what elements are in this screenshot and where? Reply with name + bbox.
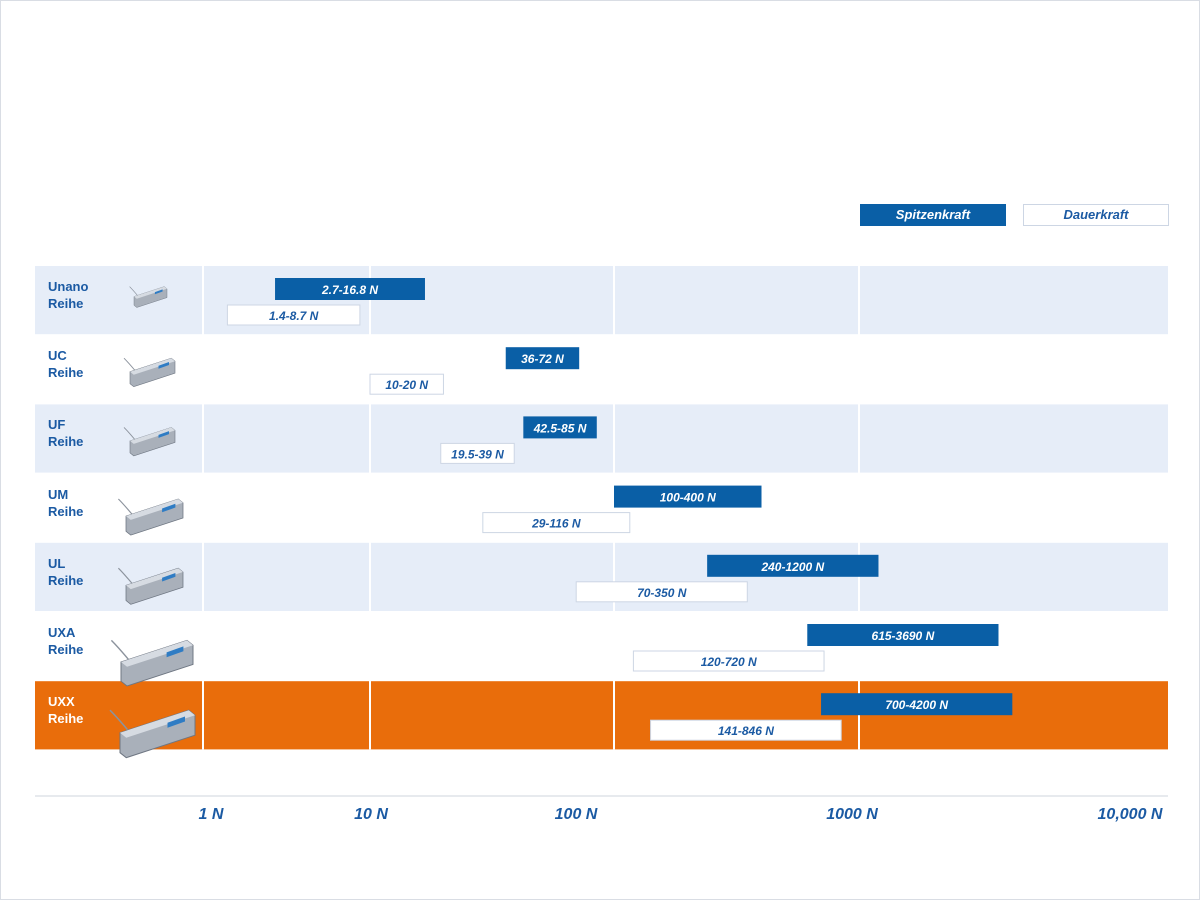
x-tick-label: 10,000 N [1098, 806, 1163, 823]
product-image [109, 709, 196, 759]
series-row-label: Unano Reihe [48, 279, 89, 311]
row-band [35, 612, 1168, 681]
row-band [35, 266, 1168, 335]
peak-force-bar [505, 347, 580, 370]
continuous-force-label: 1.4-8.7 N [269, 309, 319, 323]
peak-force-bar [821, 693, 1013, 716]
x-tick-label: 1000 N [826, 806, 878, 823]
continuous-force-bar [650, 719, 842, 741]
product-image [117, 498, 184, 536]
legend-continuous-force: Dauerkraft [1023, 204, 1169, 226]
peak-force-label: 42.5-85 N [533, 421, 587, 435]
continuous-force-bar [369, 373, 444, 395]
product-image [123, 427, 176, 457]
peak-force-bar [523, 416, 597, 439]
product-image [129, 286, 168, 308]
series-row-label: UM Reihe [48, 486, 84, 519]
continuous-force-bar [226, 304, 361, 326]
continuous-force-bar [575, 581, 748, 603]
peak-force-label: 100-400 N [660, 491, 716, 505]
product-image [110, 639, 194, 687]
continuous-force-label: 70-350 N [637, 586, 687, 600]
legend-peak-force: Spitzenkraft [860, 204, 1006, 226]
product-image [117, 567, 184, 605]
series-row-label: UC Reihe [48, 348, 84, 381]
continuous-force-bar [482, 512, 631, 534]
legend: Spitzenkraft Dauerkraft [860, 204, 1170, 228]
continuous-force-label: 10-20 N [385, 378, 428, 392]
product-image [123, 357, 176, 388]
series-row-label: UF Reihe [48, 417, 84, 450]
peak-force-bar [807, 624, 999, 646]
series-row-label: UXX Reihe [48, 694, 84, 727]
continuous-force-label: 19.5-39 N [451, 447, 504, 461]
continuous-force-bar [632, 650, 825, 672]
row-band [35, 681, 1168, 750]
x-tick-label: 10 N [354, 806, 388, 823]
peak-force-bar [275, 278, 425, 300]
peak-force-label: 240-1200 N [760, 560, 824, 574]
peak-force-label: 700-4200 N [885, 698, 948, 712]
x-tick-label: 1 N [199, 806, 224, 823]
series-row-label: UL Reihe [48, 555, 84, 588]
peak-force-label: 2.7-16.8 N [321, 283, 378, 297]
continuous-force-label: 141-846 N [718, 724, 774, 738]
peak-force-bar [614, 485, 762, 508]
continuous-force-label: 29-116 N [531, 517, 581, 531]
row-band [35, 404, 1168, 473]
x-tick-label: 100 N [555, 806, 598, 823]
peak-force-label: 615-3690 N [872, 629, 935, 643]
peak-force-label: 36-72 N [521, 352, 564, 366]
continuous-force-label: 120-720 N [701, 655, 757, 669]
series-row-label: UXA Reihe [48, 625, 84, 657]
row-band [35, 335, 1168, 404]
peak-force-bar [707, 554, 879, 577]
continuous-force-bar [440, 442, 515, 464]
